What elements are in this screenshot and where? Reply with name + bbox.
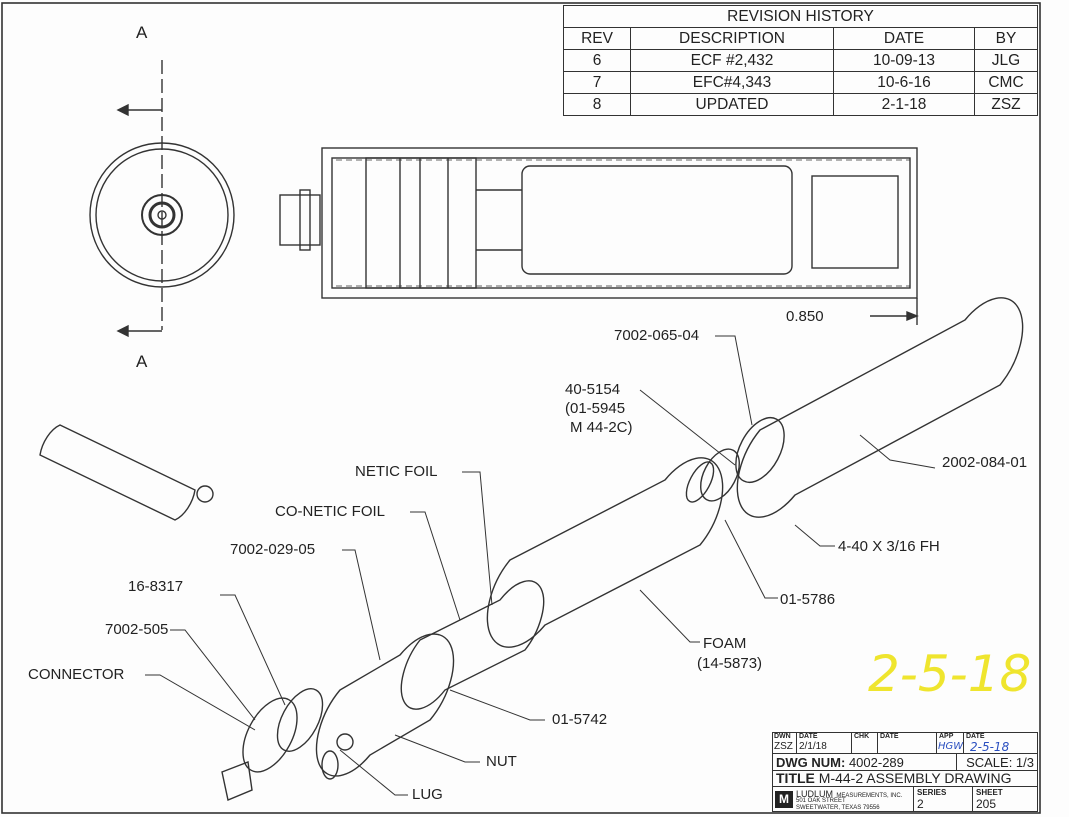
by-cell: CMC: [974, 71, 1038, 94]
revision-history-table: REVISION HISTORY REV DESCRIPTION DATE BY…: [563, 5, 1038, 116]
callout-7002-505: 7002-505: [105, 621, 169, 638]
date-label: DATE: [799, 733, 818, 740]
header-rev: REV: [563, 27, 631, 50]
revision-history-title: REVISION HISTORY: [563, 5, 1038, 28]
scale: SCALE: 1/3: [956, 753, 1038, 771]
border: [1, 2, 1041, 814]
chk-label: CHK: [854, 733, 870, 740]
company-name: LUDLUM: [796, 789, 834, 799]
series-label: SERIES: [917, 788, 947, 797]
rev-cell: 8: [563, 93, 631, 116]
description-cell: EFC#4,343: [630, 71, 834, 94]
dimension-label: 0.850: [786, 308, 824, 325]
company-suffix: MEASUREMENTS, INC.: [836, 793, 903, 799]
address-street: 501 OAK STREET: [796, 798, 846, 804]
callout-16-8317: 16-8317: [128, 578, 184, 595]
rev-cell: 7: [563, 71, 631, 94]
dwn-label: DWN: [774, 733, 791, 740]
description-cell: ECF #2,432: [630, 49, 834, 72]
section-view: [279, 147, 919, 325]
callout-40-5154: 40-5154: [565, 381, 621, 398]
title-block: DWN ZSZ DATE 2/1/18 CHK DATE APP HGW DAT…: [772, 732, 1038, 812]
by-cell: JLG: [974, 49, 1038, 72]
sheet-label: SHEET: [976, 788, 1003, 797]
callout-screw: 4-40 X 3/16 FH: [838, 538, 940, 555]
callout-2002-084-01: 2002-084-01: [942, 454, 1028, 471]
callout-01-5786: 01-5786: [780, 591, 836, 608]
app-date-label: DATE: [966, 733, 985, 740]
leader-lines: [145, 335, 936, 796]
callout-netic-foil: NETIC FOIL: [355, 463, 438, 480]
app-initials: HGW: [938, 741, 964, 752]
by-cell: ZSZ: [974, 93, 1038, 116]
ludlum-logo: M: [775, 791, 793, 808]
dwn-value: ZSZ: [774, 741, 793, 752]
date-value: 2/1/18: [799, 741, 827, 752]
exploded-view: [221, 297, 1024, 801]
table-row: 7 EFC#4,343 10-6-16 CMC: [563, 71, 1038, 94]
small-detector-view: [39, 424, 214, 521]
series-value: 2: [917, 797, 924, 811]
header-by: BY: [974, 27, 1038, 50]
callout-7002-029-05: 7002-029-05: [230, 541, 316, 558]
section-label-top: A: [136, 23, 148, 42]
callout-7002-065-04: 7002-065-04: [614, 327, 700, 344]
handwritten-approval-date: 2-5-18: [868, 645, 1032, 703]
callout-01-5742: 01-5742: [552, 711, 608, 728]
callout-m44-2c: M 44-2C): [570, 419, 633, 436]
date-cell: 10-09-13: [833, 49, 975, 72]
app-label: APP: [939, 733, 954, 740]
section-label-bottom: A: [136, 352, 148, 371]
description-cell: UPDATED: [630, 93, 834, 116]
callout-connector: CONNECTOR: [28, 666, 125, 683]
date-cell: 2-1-18: [833, 93, 975, 116]
rev-cell: 6: [563, 49, 631, 72]
dwg-num-label: DWG NUM:: [776, 755, 846, 770]
table-row: 8 UPDATED 2-1-18 ZSZ: [563, 93, 1038, 116]
chk-date-label: DATE: [880, 733, 899, 740]
date-cell: 10-6-16: [833, 71, 975, 94]
app-date-value: 2-5-18: [970, 740, 1010, 754]
callout-01-5945: (01-5945: [565, 400, 626, 417]
drawing-title: M-44-2 ASSEMBLY DRAWING: [818, 770, 1012, 786]
end-view: [89, 60, 235, 338]
sheet-value: 205: [976, 797, 997, 811]
callout-co-netic-foil: CO-NETIC FOIL: [275, 503, 386, 520]
header-description: DESCRIPTION: [630, 27, 834, 50]
address-city: SWEETWATER, TEXAS 79556: [796, 805, 880, 811]
callout-nut: NUT: [486, 753, 517, 770]
dwg-num: 4002-289: [848, 755, 904, 770]
callout-foam-pn: (14-5873): [697, 655, 763, 672]
callout-foam: FOAM: [703, 635, 747, 652]
header-date: DATE: [833, 27, 975, 50]
title-label: TITLE: [776, 770, 815, 786]
callout-lug: LUG: [412, 786, 443, 803]
table-row: 6 ECF #2,432 10-09-13 JLG: [563, 49, 1038, 72]
